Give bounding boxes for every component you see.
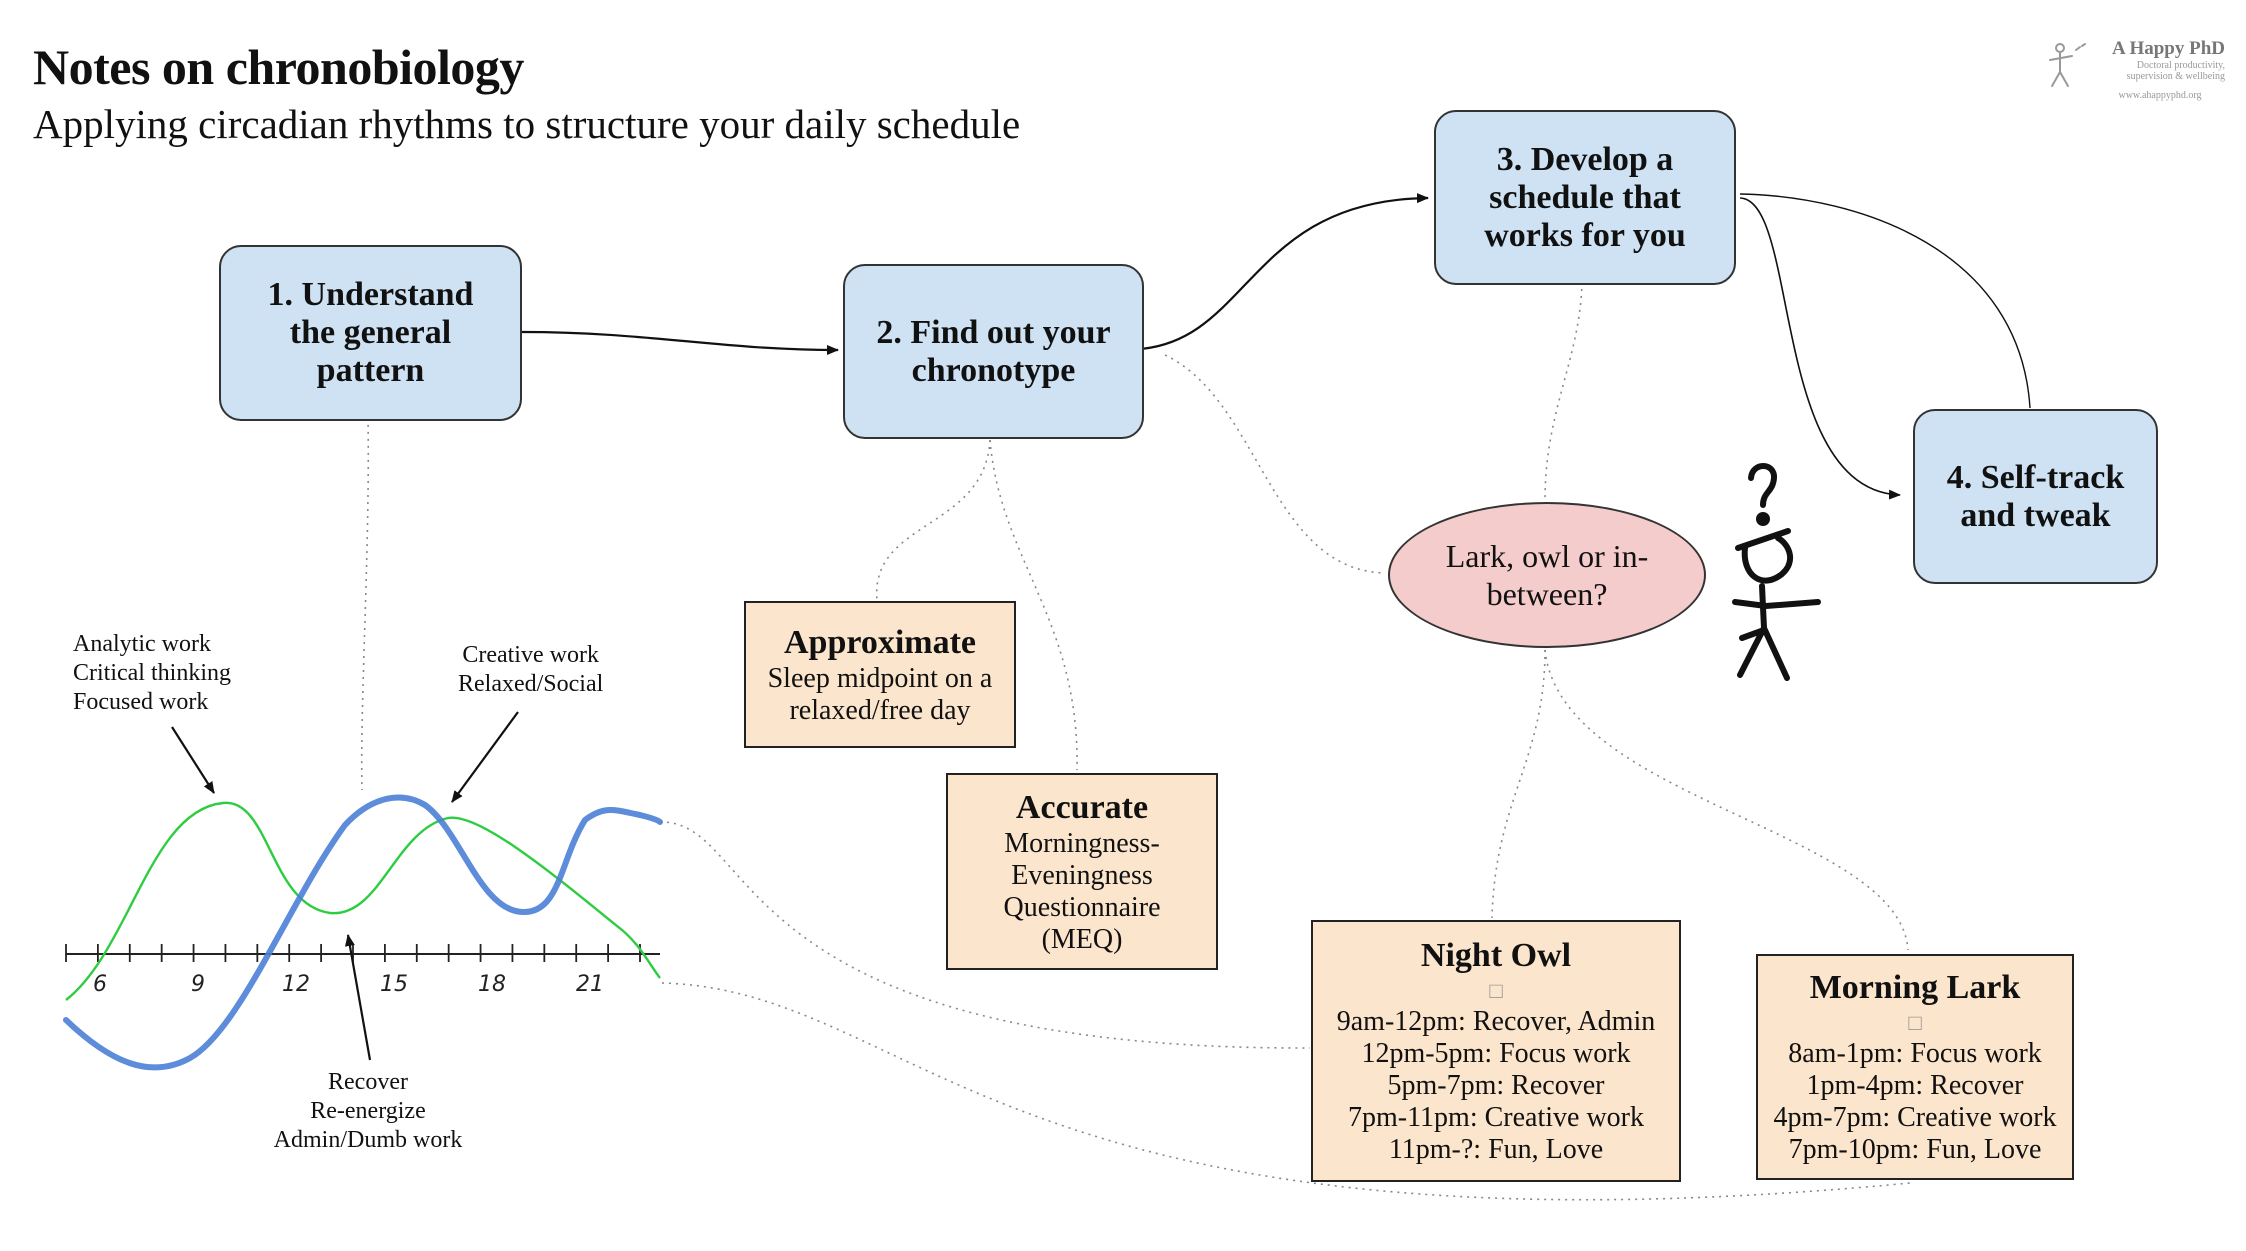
chronotype-question-oval[interactable]: Lark, owl or in-between? [1388,502,1706,648]
night-owl-schedule-box: Night Owl □ 9am-12pm: Recover, Admin 12p… [1311,920,1681,1182]
arrow-step1-step2 [521,330,839,355]
morning-lark-line: 8am-1pm: Focus work [1788,1038,2042,1069]
annotation-line: Recover [328,1069,408,1095]
annotation-creative: Creative work Relaxed/Social [458,641,603,699]
accurate-title: Accurate [1015,788,1149,826]
arrow-step2-step3 [1139,193,1429,351]
question-text: Lark, owl or in-between? [1445,538,1649,612]
morning-lark-glyph: □ [1908,1010,1922,1035]
approximate-title: Approximate [783,623,977,661]
step-2-label: 2. Find out your chronotype [876,313,1111,389]
arrow-analytic [171,726,215,794]
annotation-line: Relaxed/Social [458,671,604,697]
annotation-recover: Recover Re-energize Admin/Dumb work [263,1068,473,1155]
step-3-label: 3. Develop a schedule that works for you [1484,140,1686,254]
x-tick-label: 18 [478,972,506,997]
step-4-label: 4. Self-track and tweak [1946,458,2125,534]
morning-lark-line: 4pm-7pm: Creative work [1773,1102,2057,1133]
step-find-chronotype[interactable]: 2. Find out your chronotype [843,264,1144,439]
x-tick-label: 9 [191,972,205,997]
x-tick-label: 21 [576,972,604,997]
logo-url: www.ahappyphd.org [2118,90,2202,101]
dotted-step2-question [1164,354,1386,574]
dotted-chart-lark [661,982,1911,1201]
confused-stick-figure-icon [1732,463,1821,681]
annotation-line: Creative work [462,642,599,668]
approximate-line: relaxed/free day [789,694,971,726]
step-1-label: 1. Understand the general pattern [267,276,474,389]
dotted-question-lark [1544,649,1909,951]
night-owl-line: 9am-12pm: Recover, Admin [1336,1006,1656,1037]
night-owl-line: 7pm-11pm: Creative work [1347,1102,1644,1133]
morning-lark-line: 7pm-10pm: Fun, Love [1788,1134,2042,1165]
night-owl-line: 11pm-?: Fun, Love [1388,1134,1604,1165]
logo-name: A Happy PhD [2112,38,2225,59]
night-owl-line: 5pm-7pm: Recover [1387,1070,1605,1101]
arrow-recover [344,934,372,1061]
night-owl-line: 12pm-5pm: Focus work [1361,1038,1631,1069]
accurate-line: Questionnaire [1003,891,1161,923]
x-tick-label: 6 [93,972,107,997]
accurate-line: Morningness- [1004,827,1160,859]
accurate-line: (MEQ) [1041,923,1123,955]
dotted-step1-chart [360,417,370,791]
logo: A Happy PhD Doctoral productivity, super… [2040,38,2225,108]
annotation-line: Focused work [73,689,209,715]
arrow-creative [451,711,519,803]
annotation-line: Re-energize [310,1098,426,1124]
dotted-step2-accurate [989,439,1078,771]
arrow-step3-step4 [1739,197,1901,500]
circadian-chart: 6 9 12 15 18 21 [63,711,663,1071]
logo-stick-figure-icon [2049,43,2086,87]
series-creative-curve [63,794,663,1071]
annotation-analytic: Analytic work Critical thinking Focused … [73,630,231,717]
morning-lark-line: 1pm-4pm: Recover [1806,1070,2024,1101]
line-step4-step3 [1739,193,2031,409]
x-tick-label: 15 [380,972,408,997]
morning-lark-schedule-box: Morning Lark □ 8am-1pm: Focus work 1pm-4… [1756,954,2074,1180]
annotation-line: Analytic work [73,631,211,657]
dotted-step2-approx [876,439,991,601]
step-develop-schedule[interactable]: 3. Develop a schedule that works for you [1434,110,1736,285]
step-self-track[interactable]: 4. Self-track and tweak [1913,409,2158,584]
dotted-question-owl [1491,649,1546,919]
method-accurate-box: Accurate Morningness- Eveningness Questi… [946,773,1218,970]
page-subtitle: Applying circadian rhythms to structure … [33,101,1021,147]
dotted-step3-question [1544,281,1583,501]
morning-lark-title: Morning Lark [1809,969,2021,1006]
approximate-line: Sleep midpoint on a [767,662,993,694]
series-analytic-curve [65,801,661,1001]
accurate-line: Eveningness [1011,859,1153,891]
method-approximate-box: Approximate Sleep midpoint on a relaxed/… [744,601,1016,748]
night-owl-title: Night Owl [1420,937,1572,974]
x-tick-label: 12 [282,972,310,997]
logo-tagline: Doctoral productivity, supervision & wel… [2126,60,2225,82]
annotation-line: Critical thinking [73,660,231,686]
night-owl-glyph: □ [1489,978,1503,1003]
annotation-line: Admin/Dumb work [273,1127,463,1153]
page-title: Notes on chronobiology [33,39,524,95]
step-understand-pattern[interactable]: 1. Understand the general pattern [219,245,522,421]
